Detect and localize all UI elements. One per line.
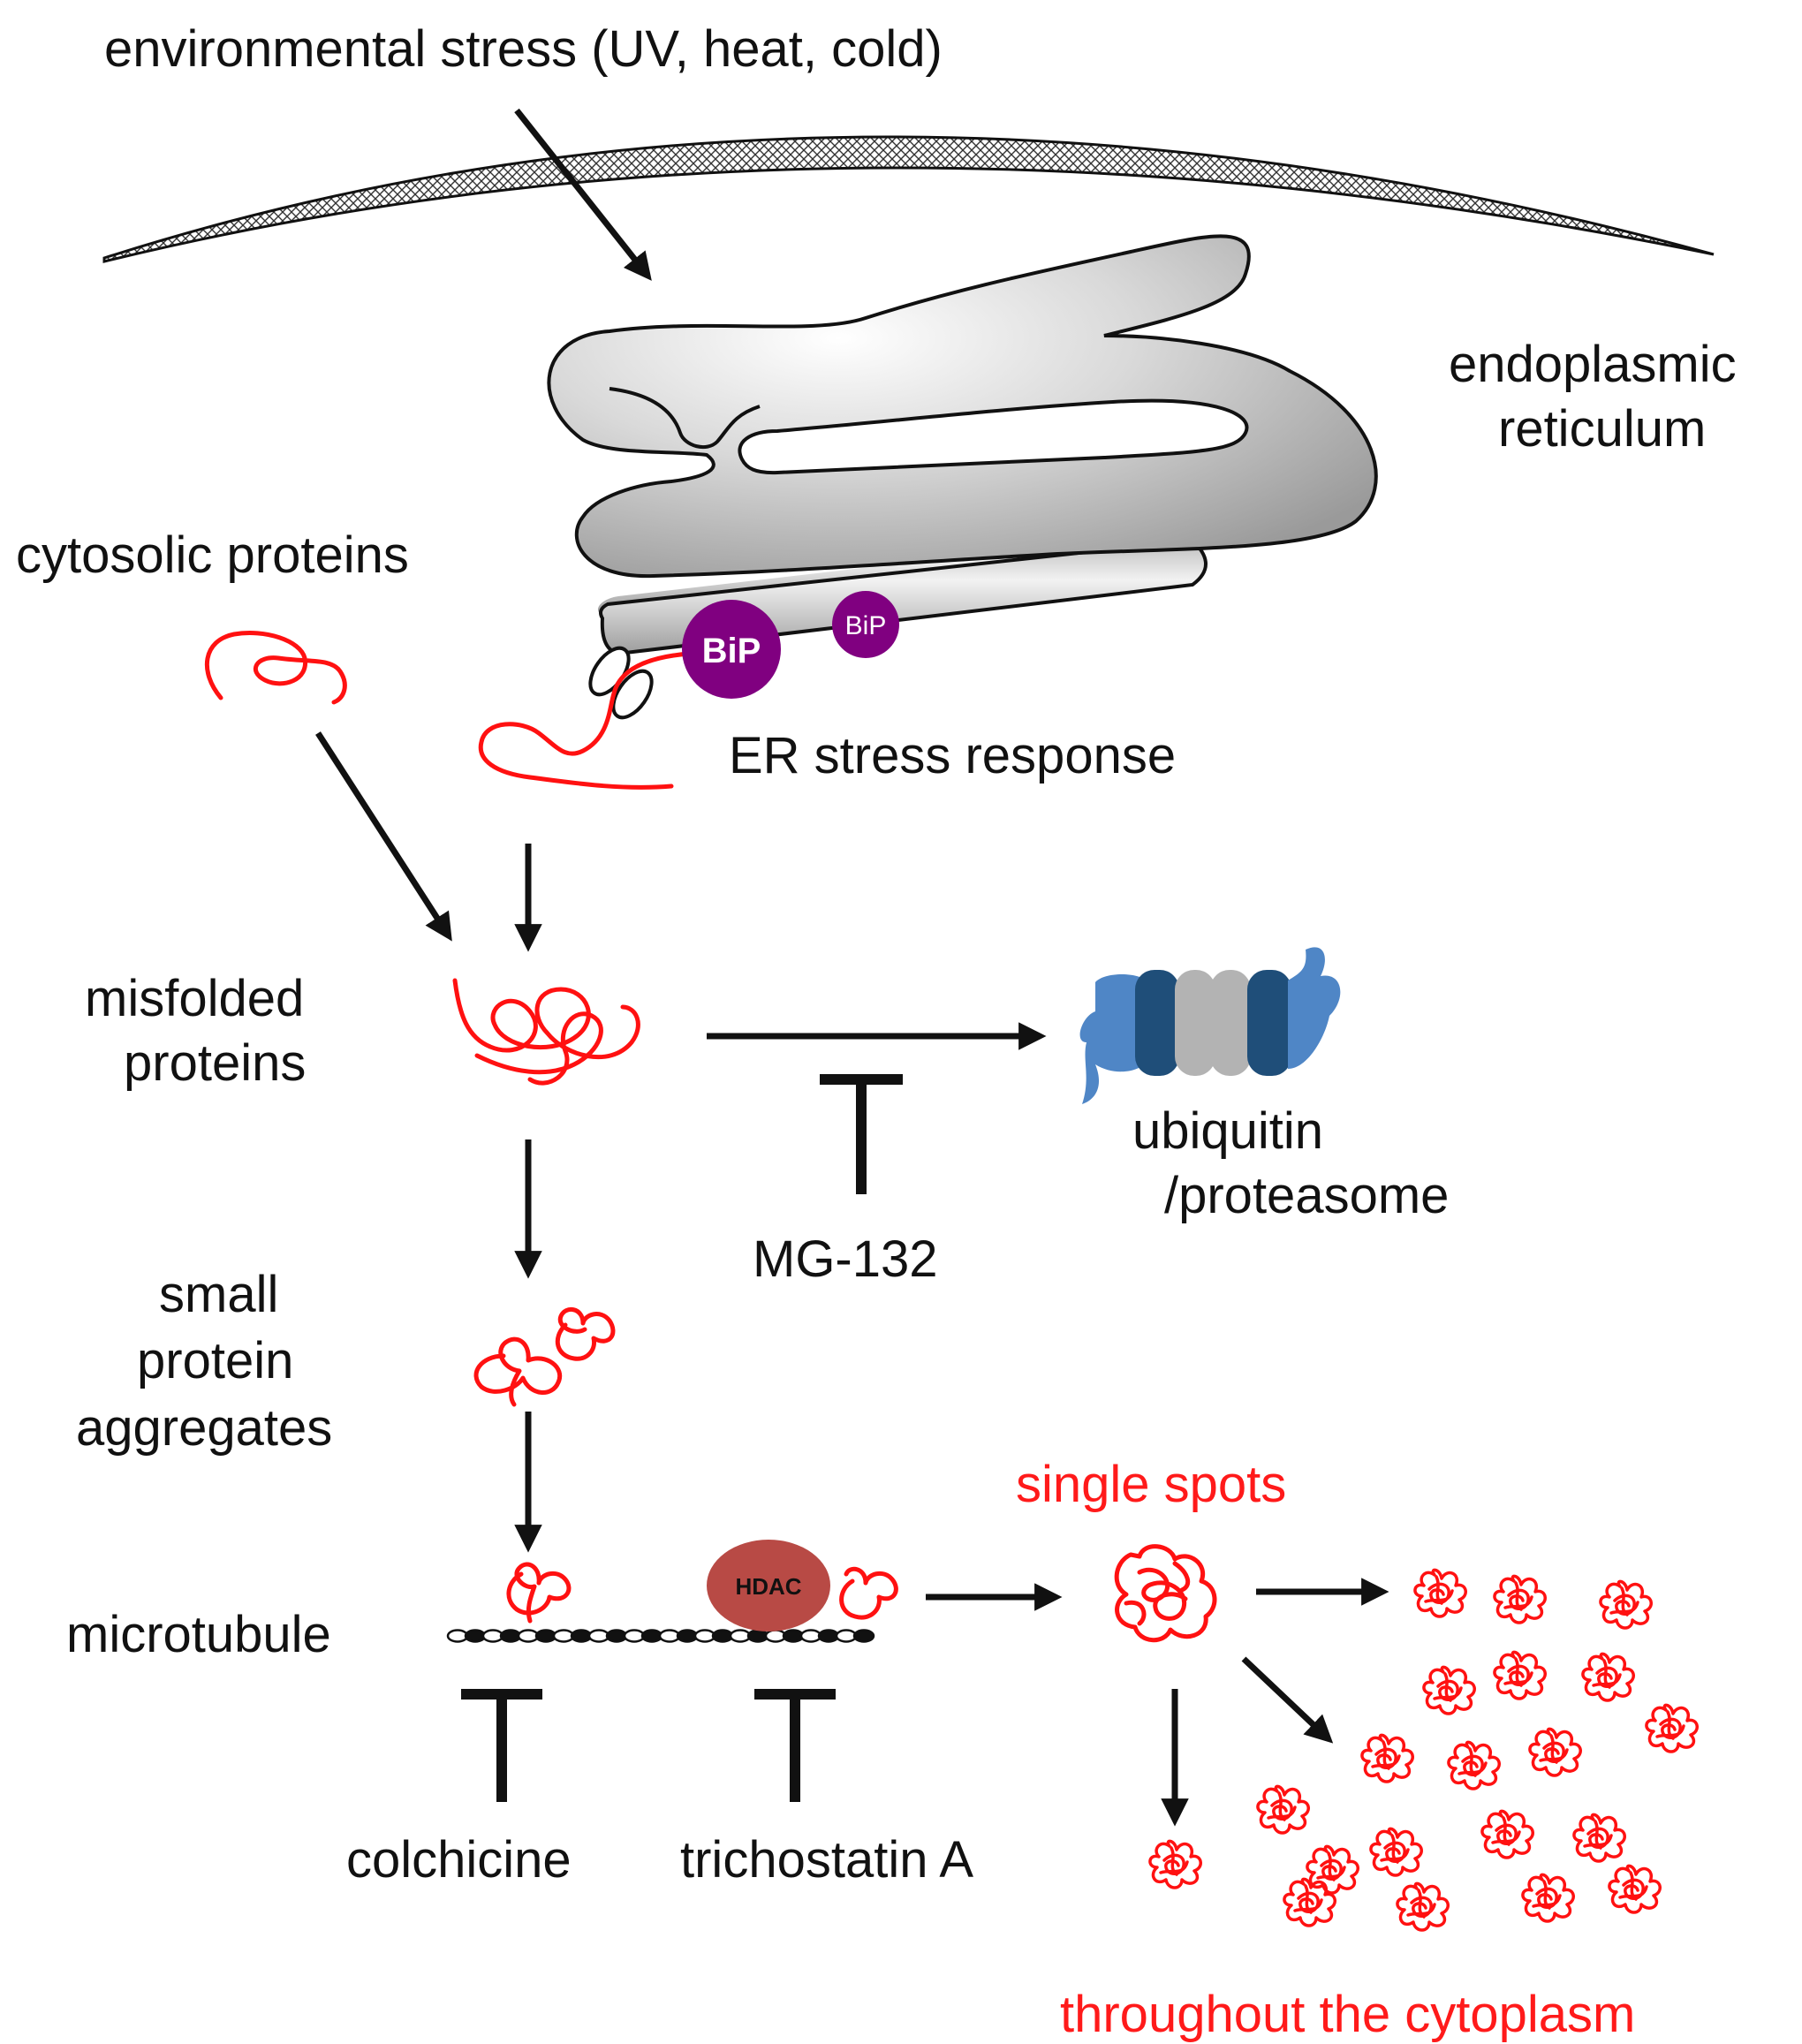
dispersed-aggregate (1521, 1873, 1575, 1923)
colchicine-label: colchicine (346, 1831, 572, 1889)
bip-large: BiP (682, 600, 781, 699)
dispersed-aggregate (1581, 1652, 1635, 1702)
mg132-label: MG-132 (753, 1230, 938, 1288)
dispersed-aggregate (1256, 1784, 1310, 1835)
tubulin-dimer (676, 1629, 699, 1643)
dispersed-aggregate (1306, 1844, 1359, 1895)
dispersed-aggregates (1148, 1568, 1699, 1932)
small-aggregates-label-line2: protein (137, 1332, 293, 1389)
tubulin-dimer (693, 1629, 716, 1643)
dispersed-aggregate (1480, 1809, 1534, 1859)
tubulin-dimer (517, 1629, 540, 1643)
tubulin-dimer (570, 1629, 593, 1643)
cytosolic-proteins-label: cytosolic proteins (16, 526, 409, 584)
misfolded-label-line1: misfolded (85, 970, 304, 1027)
tubulin-dimer (799, 1629, 822, 1643)
tubulin-dimer (817, 1629, 840, 1643)
tubulin-dimer (746, 1629, 769, 1643)
tubulin-dimer (640, 1629, 663, 1643)
svg-text:BiP: BiP (702, 632, 761, 670)
dispersed-aggregate (1422, 1665, 1476, 1715)
er-label-line1: endoplasmic (1449, 336, 1737, 393)
dispersed-aggregate (1599, 1579, 1653, 1630)
single-spots-label: single spots (1016, 1456, 1286, 1513)
dispersed-aggregate (1396, 1881, 1450, 1932)
dispersed-aggregate (1369, 1827, 1423, 1877)
dispersal-arrow-diagonal (1241, 1656, 1334, 1744)
bip-small: BiP (832, 591, 899, 658)
dispersed-aggregate (1413, 1568, 1467, 1618)
translocon-pore (611, 669, 654, 720)
ubiquitin-label-line2: /proteasome (1164, 1167, 1449, 1224)
colchicine-inhibition-bar (461, 1689, 542, 1802)
stress-arrow (514, 108, 652, 281)
tubulin-dimer (587, 1629, 610, 1643)
dispersed-aggregate (1447, 1740, 1501, 1790)
tubulin-dimer (499, 1629, 522, 1643)
tubulin-dimer (658, 1629, 681, 1643)
dispersed-aggregate (1493, 1650, 1547, 1700)
cell-membrane (102, 135, 1715, 263)
ubiquitin-label-line1: ubiquitin (1132, 1102, 1323, 1160)
dispersed-aggregate (1360, 1733, 1414, 1783)
tubulin-dimer (464, 1629, 487, 1643)
tubulin-dimer (623, 1629, 646, 1643)
er-label-line2: reticulum (1498, 400, 1706, 458)
cytosolic-to-misfolded-arrow (315, 731, 452, 942)
dispersed-aggregate (1608, 1864, 1662, 1914)
dispersed-aggregate (1645, 1703, 1699, 1753)
cytosolic-protein-chain (205, 631, 347, 705)
dispersed-aggregate (1283, 1877, 1336, 1927)
small-aggregate (473, 1336, 563, 1407)
tubulin-dimer (852, 1629, 875, 1643)
hdac-bound-aggregate (839, 1566, 898, 1620)
nascent-protein-chain (478, 651, 692, 790)
single-spot-aggregate (1114, 1544, 1217, 1643)
microtubule-bound-aggregate (506, 1562, 572, 1624)
small-aggregates-label-line3: aggregates (76, 1399, 332, 1457)
svg-text:BiP: BiP (845, 611, 887, 640)
tubulin-dimer (835, 1629, 858, 1643)
dispersed-aggregate (1493, 1574, 1547, 1624)
dispersed-aggregate (1572, 1813, 1626, 1863)
trichostatin-label: trichostatin A (680, 1831, 973, 1889)
tubulin-dimer (729, 1629, 752, 1643)
hdac-enzyme: HDAC (707, 1540, 830, 1631)
misfolded-protein-tangle (452, 978, 640, 1086)
tubulin-dimer (552, 1629, 575, 1643)
misfolded-label-line2: proteins (124, 1034, 306, 1092)
environmental-stress-label: environmental stress (UV, heat, cold) (104, 20, 943, 78)
throughout-cytoplasm-label: throughout the cytoplasm (1060, 1986, 1635, 2043)
tubulin-dimer (764, 1629, 787, 1643)
tubulin-dimer (534, 1629, 557, 1643)
tubulin-dimer (446, 1629, 469, 1643)
dispersed-aggregate (1528, 1727, 1582, 1777)
svg-text:HDAC: HDAC (735, 1573, 801, 1600)
tubulin-dimer (481, 1629, 504, 1643)
microtubule-filament (446, 1629, 875, 1643)
dispersed-aggregate (1148, 1839, 1202, 1889)
small-aggregates-label-line1: small (159, 1266, 278, 1323)
er-stress-response-label: ER stress response (729, 727, 1176, 784)
tubulin-dimer (711, 1629, 734, 1643)
tubulin-dimer (782, 1629, 805, 1643)
mg132-inhibition-bar (820, 1074, 903, 1194)
small-aggregate (555, 1307, 616, 1361)
endoplasmic-reticulum (547, 234, 1378, 656)
tubulin-dimer (605, 1629, 628, 1643)
microtubule-label: microtubule (66, 1606, 331, 1663)
proteasome-icon (1079, 947, 1341, 1104)
trichostatin-inhibition-bar (754, 1689, 836, 1802)
